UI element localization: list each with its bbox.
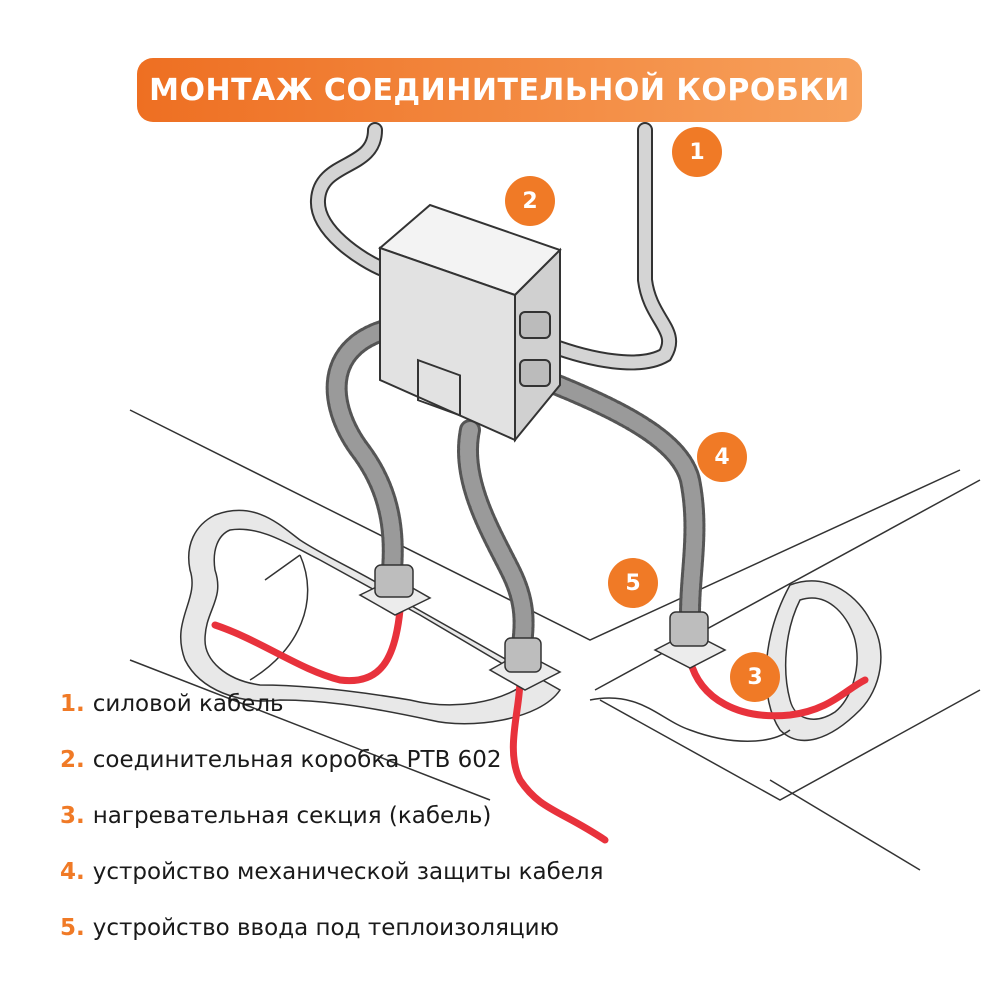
legend-text: устройство механической защиты кабеля — [92, 859, 604, 885]
legend-text: силовой кабель — [92, 691, 284, 717]
legend-item: 1. силовой кабель — [60, 676, 603, 732]
pipe-insulation — [129, 409, 981, 871]
badge-5: 5 — [608, 558, 658, 608]
legend: 1. силовой кабель 2. соединительная коробк… — [60, 676, 603, 956]
legend-text: нагревательная секция (кабель) — [92, 803, 492, 829]
legend-item: 3. нагревательная секция (кабель) — [60, 788, 603, 844]
page-title: МОНТАЖ СОЕДИНИТЕЛЬНОЙ КОРОБКИ — [137, 58, 862, 122]
legend-number: 5. — [60, 915, 85, 941]
legend-text: соединительная коробка PTB 602 — [92, 747, 502, 773]
pipe-right — [589, 580, 882, 742]
legend-number: 1. — [60, 691, 85, 717]
legend-item: 4. устройство механической защиты кабеля — [60, 844, 603, 900]
legend-item: 5. устройство ввода под теплоизоляцию — [60, 900, 603, 956]
legend-item: 2. соединительная коробка PTB 602 — [60, 732, 603, 788]
legend-number: 2. — [60, 747, 85, 773]
legend-number: 3. — [60, 803, 85, 829]
legend-number: 4. — [60, 859, 85, 885]
badge-4: 4 — [697, 432, 747, 482]
heating-cable — [211, 606, 869, 844]
legend-text: устройство ввода под теплоизоляцию — [92, 915, 559, 941]
badge-1: 1 — [672, 127, 722, 177]
badge-3: 3 — [730, 652, 780, 702]
entry-device — [358, 564, 727, 691]
badge-2: 2 — [505, 176, 555, 226]
junction-box — [378, 203, 562, 443]
